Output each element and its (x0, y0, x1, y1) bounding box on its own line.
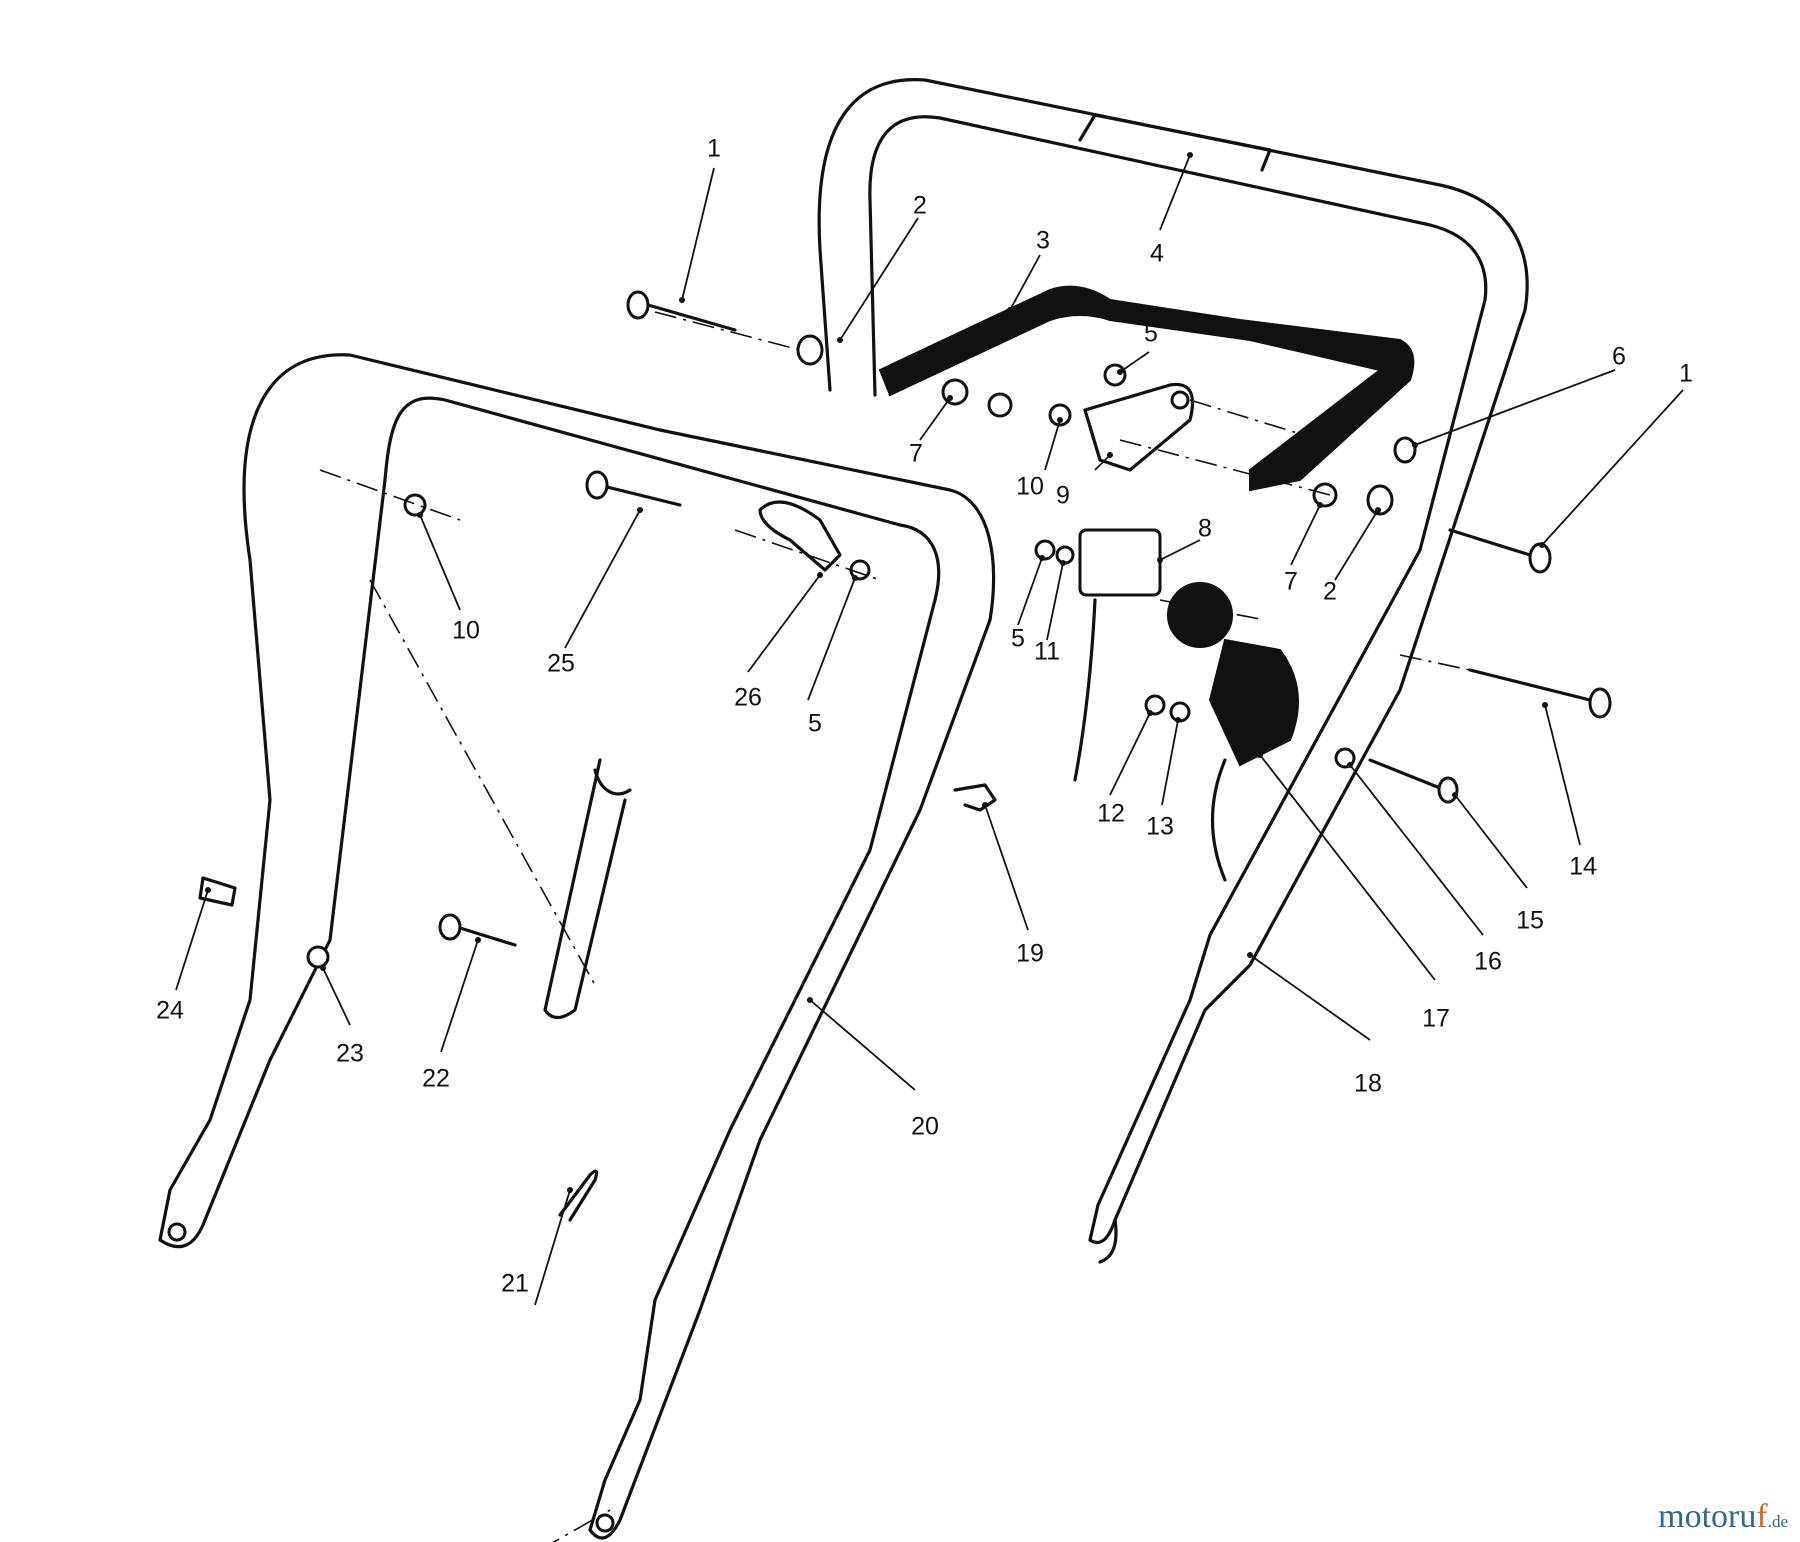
callout-9: 9 (1056, 482, 1070, 510)
callout-2: 2 (1323, 578, 1337, 606)
callout-labels: 1 2 3 4 5 6 1 7 10 9 7 2 8 5 11 10 25 26… (156, 135, 1693, 1298)
callout-14: 14 (1569, 853, 1597, 881)
callout-21: 21 (501, 1270, 529, 1298)
callout-17: 17 (1422, 1005, 1450, 1033)
assembly-lines (319, 311, 1471, 1542)
leader-dots (205, 152, 1548, 1193)
callout-10: 10 (452, 617, 480, 645)
callout-12: 12 (1097, 800, 1125, 828)
callout-6: 6 (1612, 343, 1626, 371)
callout-18: 18 (1354, 1070, 1382, 1098)
callout-5: 5 (808, 710, 822, 738)
callout-2: 2 (913, 192, 927, 220)
upper-handle (817, 77, 1529, 1264)
watermark-main: motoru (1658, 1498, 1757, 1535)
callout-25: 25 (547, 650, 575, 678)
callout-1: 1 (1679, 360, 1693, 388)
callout-16: 16 (1474, 948, 1502, 976)
callout-1: 1 (707, 135, 721, 163)
callout-5: 5 (1011, 625, 1025, 653)
callout-4: 4 (1150, 240, 1164, 268)
callout-22: 22 (422, 1065, 450, 1093)
callout-7: 7 (1284, 568, 1298, 596)
callout-20: 20 (911, 1113, 939, 1141)
callout-8: 8 (1198, 515, 1212, 543)
callout-5: 5 (1144, 320, 1158, 348)
callout-24: 24 (156, 997, 184, 1025)
hardware (198, 290, 1612, 1222)
callout-19: 19 (1016, 940, 1044, 968)
watermark-logo: motoruf.de (1658, 1498, 1788, 1536)
callout-26: 26 (734, 684, 762, 712)
callout-13: 13 (1146, 813, 1174, 841)
callout-23: 23 (336, 1040, 364, 1068)
watermark-accent: f (1756, 1498, 1768, 1535)
callout-11: 11 (1034, 638, 1060, 666)
lower-handle (158, 353, 996, 1540)
callout-15: 15 (1516, 907, 1544, 935)
leader-lines (175, 154, 1684, 1306)
callout-10: 10 (1016, 473, 1044, 501)
watermark-tld: .de (1767, 1512, 1788, 1531)
callout-3: 3 (1036, 227, 1050, 255)
callout-7: 7 (909, 440, 923, 468)
grip-bar (878, 285, 1415, 492)
